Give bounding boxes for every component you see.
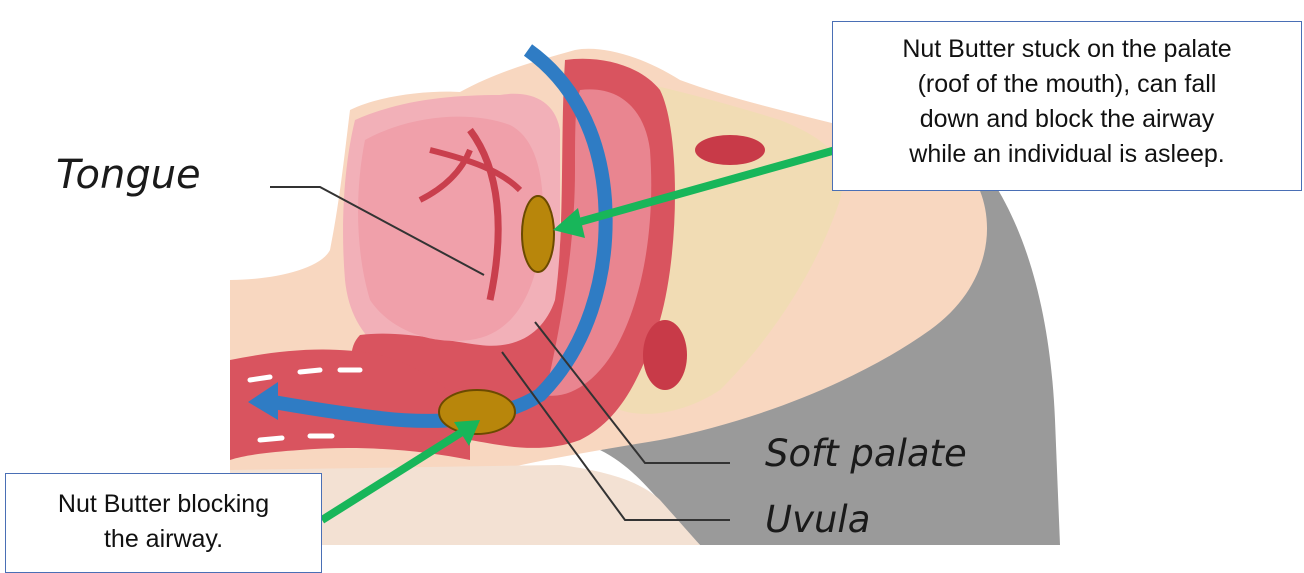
callout-palate-line-4: while an individual is asleep. [833,137,1301,172]
callout-palate: Nut Butter stuck on the palate (roof of … [832,21,1302,191]
uvula-label: Uvula [765,498,870,541]
sinus-2 [643,320,687,390]
callout-airway: Nut Butter blocking the airway. [5,473,322,573]
nut-butter-airway [439,390,515,434]
callout-airway-line-1: Nut Butter blocking [6,487,321,522]
tongue-tissue [358,117,543,341]
nut-butter-palate [522,196,554,272]
soft-palate-label: Soft palate [765,432,967,475]
callout-palate-line-3: down and block the airway [833,102,1301,137]
callout-airway-line-2: the airway. [6,522,321,557]
tongue-label: Tongue [56,152,201,198]
sinus-1 [695,135,765,165]
callout-palate-line-1: Nut Butter stuck on the palate [833,32,1301,67]
callout-palate-line-2: (roof of the mouth), can fall [833,67,1301,102]
